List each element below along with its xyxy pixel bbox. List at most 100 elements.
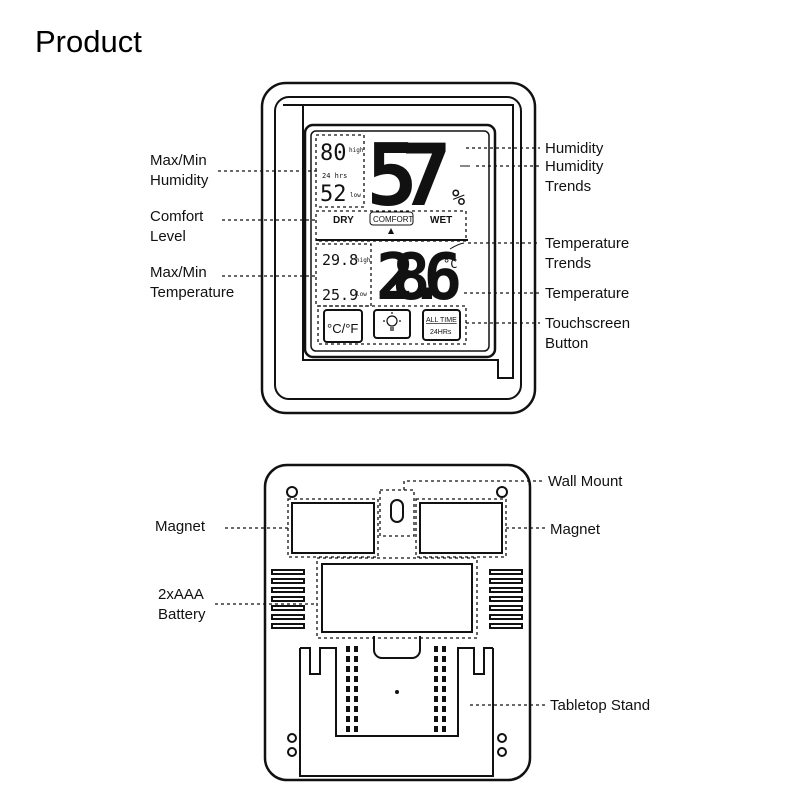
stand-slot (346, 706, 350, 712)
vent-slot (489, 605, 523, 611)
stand-slot (442, 726, 446, 732)
lightbulb-icon (383, 312, 401, 331)
stand-slot (442, 646, 446, 652)
label-humidity-trends-2: Trends (545, 178, 591, 195)
vent-slot (271, 623, 305, 629)
stand-slot (434, 726, 438, 732)
label-comfort-level: Comfort (150, 208, 204, 225)
battery-compartment (321, 563, 473, 633)
record-mode-button[interactable] (422, 309, 461, 341)
page-title: Product (35, 24, 142, 59)
label-humidity-trends: Humidity (545, 158, 604, 175)
stand-slot (434, 706, 438, 712)
backlight-button[interactable] (373, 309, 411, 339)
low-label-temp: low (356, 291, 367, 298)
comfort-label: COMFORT (373, 215, 413, 224)
temp-unit: °C (443, 257, 457, 271)
high-label-temp: high (356, 257, 371, 264)
unit-toggle-button[interactable] (323, 309, 363, 343)
vent-slot (489, 623, 523, 629)
lcd-display: 80 high 24 hrs 52 low 57 % DRY COMFORT W… (320, 126, 465, 343)
label-touchscreen-button: Touchscreen (545, 315, 630, 332)
stand-slot (442, 686, 446, 692)
temp-low: 25.9 (322, 286, 358, 304)
stand-slot (354, 726, 358, 732)
high-label: high (349, 147, 364, 154)
vent-slot (271, 596, 305, 602)
label-battery-2: Battery (158, 606, 206, 623)
stand-slot (354, 706, 358, 712)
front-view: 80 high 24 hrs 52 low 57 % DRY COMFORT W… (150, 81, 630, 415)
humidity-low: 52 (320, 182, 347, 207)
back-view: Wall Mount Magnet Magnet 2xAAA Battery T… (155, 463, 650, 782)
label-temperature-trends-2: Trends (545, 255, 591, 272)
comfort-pointer-icon (388, 228, 394, 234)
stand-slot (346, 726, 350, 732)
low-label: low (350, 192, 361, 199)
stand-slot (442, 656, 446, 662)
label-touchscreen-button-2: Button (545, 335, 588, 352)
label-magnet-left: Magnet (155, 518, 206, 535)
percent-sign: % (452, 186, 465, 211)
stand-slot (354, 666, 358, 672)
vent-slot (271, 569, 305, 575)
vent-slot (489, 614, 523, 620)
vent-slot (489, 569, 523, 575)
stand-slot (434, 666, 438, 672)
label-maxmin-temperature-2: Temperature (150, 284, 234, 301)
label-comfort-level-2: Level (150, 228, 186, 245)
vent-slot (271, 605, 305, 611)
stand-slot (442, 716, 446, 722)
label-maxmin-humidity-2: Humidity (150, 172, 209, 189)
humidity-value: 57 (366, 126, 452, 226)
label-magnet-right: Magnet (550, 521, 601, 538)
stand-slot (346, 696, 350, 702)
stand-slot (346, 646, 350, 652)
vent-slot (489, 578, 523, 584)
label-humidity: Humidity (545, 140, 604, 157)
stand-slot (434, 676, 438, 682)
stand-slot (434, 696, 438, 702)
stand-slot (354, 716, 358, 722)
label-battery: 2xAAA (158, 586, 204, 603)
vent-slot (489, 587, 523, 593)
all-time-label: ALL TIME (426, 317, 457, 324)
stand-slot (354, 656, 358, 662)
vent-slot (489, 596, 523, 602)
stand-slot (434, 716, 438, 722)
stand-slot (346, 666, 350, 672)
stand-slot (442, 676, 446, 682)
stand-slot (442, 706, 446, 712)
stand-slot (434, 646, 438, 652)
magnet-right (419, 502, 503, 554)
temp-trend-arrow-icon (449, 242, 465, 250)
24hrs-label: 24HRs (430, 329, 452, 336)
wall-mount-hole-icon (390, 498, 404, 523)
stand-slot (434, 686, 438, 692)
stand-slot (346, 716, 350, 722)
unit-toggle-label: °C/°F (327, 321, 358, 336)
vent-slot (271, 614, 305, 620)
humidity-high: 80 (320, 141, 347, 166)
label-wall-mount: Wall Mount (548, 473, 623, 490)
vent-slot (271, 578, 305, 584)
stand-slot (354, 696, 358, 702)
label-temperature-trends: Temperature (545, 235, 629, 252)
stand-slot (354, 676, 358, 682)
stand-slot (354, 646, 358, 652)
temp-high: 29.8 (322, 251, 358, 269)
wet-label: WET (430, 215, 452, 226)
stand-slot (442, 696, 446, 702)
dry-label: DRY (333, 215, 354, 226)
magnet-left (291, 502, 375, 554)
temperature-value: 28.6 (376, 241, 462, 315)
stand-slot (346, 686, 350, 692)
stand-slot (346, 676, 350, 682)
stand-slot (346, 656, 350, 662)
stand-slot (354, 686, 358, 692)
stand-slot (434, 656, 438, 662)
label-tabletop-stand: Tabletop Stand (550, 697, 650, 714)
label-temperature: Temperature (545, 285, 629, 302)
label-maxmin-temperature: Max/Min (150, 264, 207, 281)
